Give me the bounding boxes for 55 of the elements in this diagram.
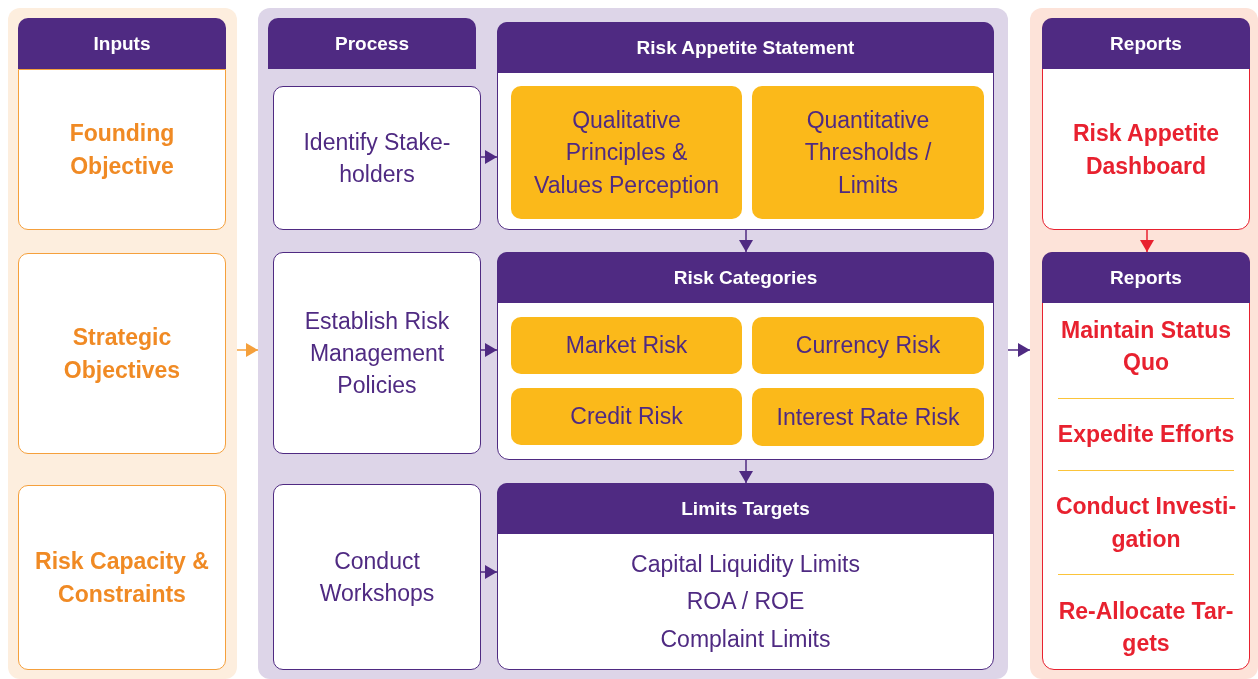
section-heading: Limits Targets (497, 483, 994, 534)
card-label: Conduct Workshops (318, 546, 436, 608)
category-box (511, 86, 742, 219)
arrow (739, 229, 753, 253)
column-panel (258, 8, 1008, 679)
card-label: Strategic Objectives (62, 323, 182, 385)
limit-item: Capital Liquidity Limits (630, 550, 861, 580)
input-card (18, 485, 226, 670)
section-heading: Risk Categories (497, 252, 994, 303)
arrow (480, 565, 498, 579)
category-label: Qualitative Principles & Values Perception (533, 106, 720, 200)
process-card (273, 484, 481, 670)
section-panel (497, 22, 994, 230)
limit-item: ROA / ROE (685, 587, 806, 617)
column-heading: Process (268, 18, 476, 69)
section-heading: Reports (1042, 252, 1250, 303)
input-card (18, 69, 226, 230)
arrow (739, 459, 753, 484)
arrow (236, 343, 259, 357)
category-label: Market Risk (565, 331, 688, 361)
column-panel (8, 8, 237, 679)
arrow (1140, 229, 1154, 253)
arrow (480, 343, 498, 357)
report-card (1042, 18, 1250, 230)
category-box (511, 317, 742, 374)
report-card (1042, 252, 1250, 670)
report-item: Risk Appetite Dashboard (1071, 119, 1221, 181)
section-panel (497, 483, 994, 670)
report-item: Conduct Investi-gation (1055, 492, 1237, 554)
process-card (273, 86, 481, 230)
section-panel (497, 252, 994, 460)
report-item: Maintain Status Quo (1060, 315, 1232, 377)
report-item: Re-Allocate Tar-gets (1057, 596, 1235, 658)
input-card (18, 253, 226, 454)
arrow (1007, 343, 1031, 357)
category-label: Currency Risk (795, 331, 941, 361)
arrow (480, 150, 498, 164)
category-label: Quantitative Thresholds / Limits (803, 106, 933, 200)
section-heading: Risk Appetite Statement (497, 22, 994, 73)
process-card (273, 252, 481, 454)
card-label: Founding Objective (68, 119, 176, 181)
column-panel (1030, 8, 1258, 679)
column-heading: Inputs (18, 18, 226, 69)
category-box (752, 388, 984, 446)
category-box (752, 317, 984, 374)
report-item: Expedite Efforts (1056, 420, 1236, 450)
category-label: Credit Risk (570, 402, 683, 432)
card-label: Risk Capacity & Constraints (34, 547, 210, 609)
category-box (752, 86, 984, 219)
section-heading: Reports (1042, 18, 1250, 69)
category-label: Interest Rate Risk (776, 402, 960, 432)
limit-item: Complaint Limits (659, 624, 832, 654)
category-box (511, 388, 742, 445)
card-label: Identify Stake-holders (302, 127, 452, 189)
card-label: Establish Risk Management Policies (303, 306, 451, 401)
